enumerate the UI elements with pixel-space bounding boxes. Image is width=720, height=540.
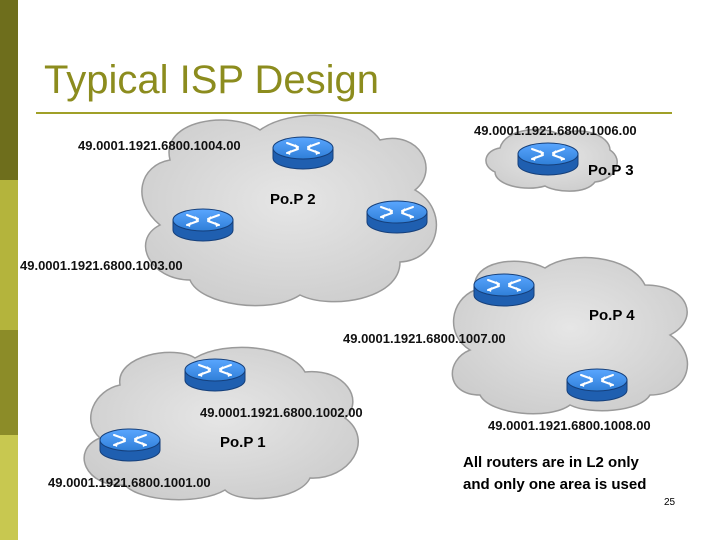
router-address-1003: 49.0001.1921.6800.1003.00	[20, 258, 183, 273]
router-icon	[272, 136, 334, 170]
routing-note-line-1: All routers are in L2 only	[463, 454, 639, 471]
router-icon	[473, 273, 535, 307]
sidebar-block	[0, 330, 18, 435]
pop-label-1: Po.P 1	[220, 434, 266, 451]
sidebar-block	[0, 435, 18, 540]
router-address-1008: 49.0001.1921.6800.1008.00	[488, 418, 651, 433]
router-icon	[172, 208, 234, 242]
pop-label-2: Po.P 2	[270, 191, 316, 208]
router-icon	[184, 358, 246, 392]
router-icon	[566, 368, 628, 402]
routing-note: All routers are in L2 only and only one …	[463, 452, 646, 496]
routing-note-line-2: and only one area is used	[463, 476, 647, 493]
slide-title: Typical ISP Design	[44, 58, 379, 102]
router-icon	[99, 428, 161, 462]
sidebar-stripe	[0, 0, 18, 540]
router-address-1006: 49.0001.1921.6800.1006.00	[474, 123, 637, 138]
sidebar-block	[0, 180, 18, 330]
cloud-shape	[141, 114, 438, 307]
router-icon	[517, 142, 579, 176]
pop-label-3: Po.P 3	[588, 162, 634, 179]
page-number: 25	[664, 497, 676, 508]
router-icon	[366, 200, 428, 234]
router-address-1001: 49.0001.1921.6800.1001.00	[48, 475, 211, 490]
router-address-1007: 49.0001.1921.6800.1007.00	[343, 331, 506, 346]
pop-label-4: Po.P 4	[589, 307, 635, 324]
router-address-1004: 49.0001.1921.6800.1004.00	[78, 138, 241, 153]
cloud-shape	[83, 346, 359, 501]
title-underline	[36, 112, 672, 114]
sidebar-block	[0, 0, 18, 180]
router-address-1002: 49.0001.1921.6800.1002.00	[200, 405, 363, 420]
